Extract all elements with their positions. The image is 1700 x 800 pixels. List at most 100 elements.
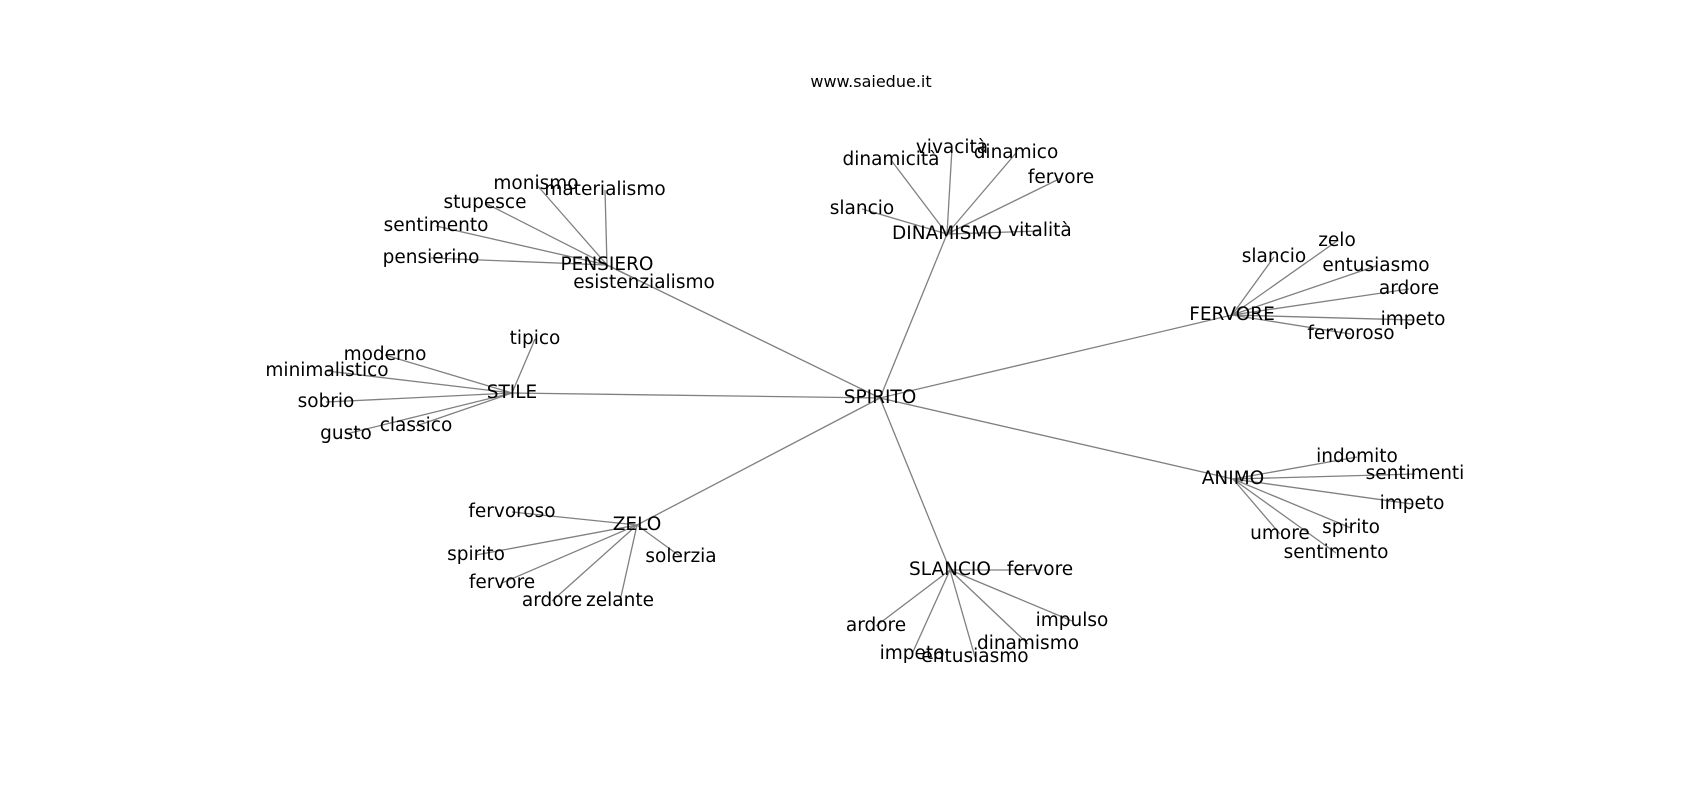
word-node-label: vivacità xyxy=(916,137,988,158)
word-node-label: dinamismo xyxy=(977,633,1079,654)
word-node-label: gusto xyxy=(320,423,372,444)
edge-dinamismo-3 xyxy=(946,177,1062,235)
word-node-label: fervoroso xyxy=(468,501,555,522)
edge-pensiero-1 xyxy=(604,189,608,266)
hub-node-label: PENSIERO xyxy=(561,254,654,275)
edge-zelo-3 xyxy=(551,524,638,602)
word-node-label: impeto xyxy=(1381,309,1446,330)
hub-node-label: DINAMISMO xyxy=(892,223,1002,244)
word-node-label: impulso xyxy=(1036,610,1109,631)
edge-animo-3 xyxy=(1232,478,1352,529)
word-node-label: indomito xyxy=(1316,446,1398,467)
word-node-label: stupesce xyxy=(444,192,527,213)
word-node-label: zelante xyxy=(586,590,654,611)
edge-center-stile xyxy=(511,392,881,399)
word-node-label: sentimenti xyxy=(1366,463,1465,484)
edge-fervore-3 xyxy=(1231,288,1410,316)
edge-center-fervore xyxy=(879,314,1233,399)
edge-stile-5 xyxy=(345,392,513,435)
edge-animo-2 xyxy=(1232,478,1413,505)
word-node-label: minimalistico xyxy=(265,360,388,381)
word-node-label: zelo xyxy=(1318,230,1356,251)
edge-zelo-5 xyxy=(636,524,682,558)
word-node-label: impeto xyxy=(880,643,945,664)
word-node-label: fervore xyxy=(1028,167,1094,188)
edge-dinamismo-1 xyxy=(946,147,953,235)
edge-fervore-2 xyxy=(1231,265,1377,316)
edge-slancio-1 xyxy=(949,569,1073,622)
center-node-label: SPIRITO xyxy=(844,387,917,408)
hub-node-label: STILE xyxy=(487,382,538,403)
edge-stile-4 xyxy=(415,392,513,427)
word-node-label: spirito xyxy=(1322,517,1380,538)
word-node-label: vitalità xyxy=(1008,220,1072,241)
edge-stile-3 xyxy=(325,392,513,403)
word-node-label: fervore xyxy=(469,572,535,593)
edge-stile-1 xyxy=(384,354,513,394)
word-node-label: moderno xyxy=(344,344,427,365)
edge-animo-0 xyxy=(1232,456,1358,480)
edge-pensiero-3 xyxy=(435,225,608,266)
edge-stile-0 xyxy=(511,338,536,394)
edge-zelo-4 xyxy=(619,524,638,602)
edge-slancio-2 xyxy=(949,569,1029,645)
hub-node-label: FERVORE xyxy=(1189,304,1275,325)
word-node-label: dinamico xyxy=(974,142,1059,163)
hub-node-label: ZELO xyxy=(613,514,662,535)
edges xyxy=(325,147,1416,658)
word-node-label: dinamicità xyxy=(842,149,939,170)
edge-fervore-0 xyxy=(1231,256,1275,316)
word-node-label: fervore xyxy=(1007,559,1073,580)
edge-slancio-5 xyxy=(875,569,951,627)
edge-center-dinamismo xyxy=(879,233,948,399)
edge-animo-5 xyxy=(1232,478,1337,554)
word-node-label: pensierino xyxy=(383,247,480,268)
word-node-label: tipico xyxy=(510,328,561,349)
edge-dinamismo-0 xyxy=(890,159,948,235)
word-node-label: classico xyxy=(380,415,453,436)
word-node-label: entusiasmo xyxy=(921,646,1028,667)
word-node-label: fervoroso xyxy=(1307,323,1394,344)
edge-animo-4 xyxy=(1232,478,1281,535)
edge-pensiero-0 xyxy=(535,183,608,266)
word-node-label: umore xyxy=(1250,523,1310,544)
edge-center-pensiero xyxy=(606,264,881,399)
edge-pensiero-2 xyxy=(484,202,608,266)
edge-center-animo xyxy=(879,397,1234,480)
edge-center-slancio xyxy=(879,397,951,571)
word-node-label: entusiasmo xyxy=(1322,255,1429,276)
edge-slancio-4 xyxy=(911,569,951,655)
edge-pensiero-4 xyxy=(430,257,608,266)
word-node-label: materialismo xyxy=(544,179,665,200)
word-node-label: sentimento xyxy=(384,215,489,236)
edge-center-zelo xyxy=(636,397,881,526)
hub-node-label: SLANCIO xyxy=(909,559,991,580)
edge-zelo-1 xyxy=(475,524,638,556)
hub-node-label: ANIMO xyxy=(1202,468,1264,489)
word-node-label: sobrio xyxy=(298,391,355,412)
site-url: www.saiedue.it xyxy=(810,72,932,91)
word-node-label: ardore xyxy=(846,615,906,636)
word-node-label: sentimento xyxy=(1284,542,1389,563)
word-node-label: solerzia xyxy=(645,546,716,567)
node-labels: monismomaterialismostupescesentimentopen… xyxy=(265,137,1464,667)
word-node-label: ardore xyxy=(1379,278,1439,299)
edge-fervore-5 xyxy=(1231,314,1352,335)
word-node-label: spirito xyxy=(447,544,505,565)
edge-fervore-4 xyxy=(1231,314,1414,321)
edge-dinamismo-5 xyxy=(946,230,1041,235)
word-node-label: monismo xyxy=(493,173,578,194)
edge-pensiero-5 xyxy=(606,264,645,284)
word-node-label: slancio xyxy=(1242,246,1306,267)
edge-zelo-0 xyxy=(511,511,638,526)
edge-fervore-1 xyxy=(1231,240,1338,316)
edge-dinamismo-2 xyxy=(946,152,1017,235)
edge-stile-2 xyxy=(326,370,513,394)
word-node-label: esistenzialismo xyxy=(573,272,715,293)
word-node-label: impeto xyxy=(1380,493,1445,514)
edge-zelo-2 xyxy=(501,524,638,584)
edge-slancio-3 xyxy=(949,569,976,658)
word-node-label: ardore xyxy=(522,590,582,611)
edge-animo-1 xyxy=(1232,473,1416,480)
